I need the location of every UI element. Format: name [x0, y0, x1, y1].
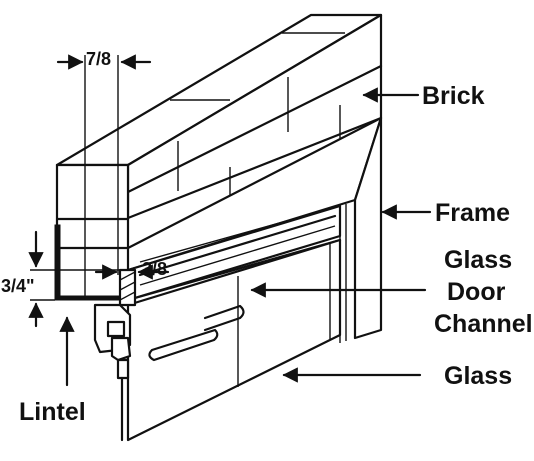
dimension-3-8: 3/8 — [94, 259, 170, 280]
door-handle-lower — [148, 328, 219, 362]
brick-label: Brick — [422, 82, 485, 110]
dimension-7-8: 7/8 — [56, 49, 152, 300]
brick-wall — [55, 13, 383, 250]
channel-slot — [106, 320, 126, 338]
channel-label-line3: Channel — [434, 310, 533, 338]
lintel-section — [54, 224, 137, 442]
dimension-3-4: 3/4" — [1, 230, 128, 328]
dimension-7-8-label: 7/8 — [86, 49, 111, 69]
channel-label-line1: Glass — [444, 246, 512, 274]
dimension-3-4-label: 3/4" — [1, 276, 35, 296]
frame-side-bevel — [353, 116, 383, 340]
glass-label: Glass — [444, 362, 512, 390]
dimension-3-8-label: 3/8 — [142, 259, 167, 279]
channel-label-line2: Door — [447, 278, 506, 306]
door-handle-upper — [203, 304, 245, 332]
lintel-label: Lintel — [19, 398, 86, 426]
frame-label: Frame — [435, 199, 510, 227]
